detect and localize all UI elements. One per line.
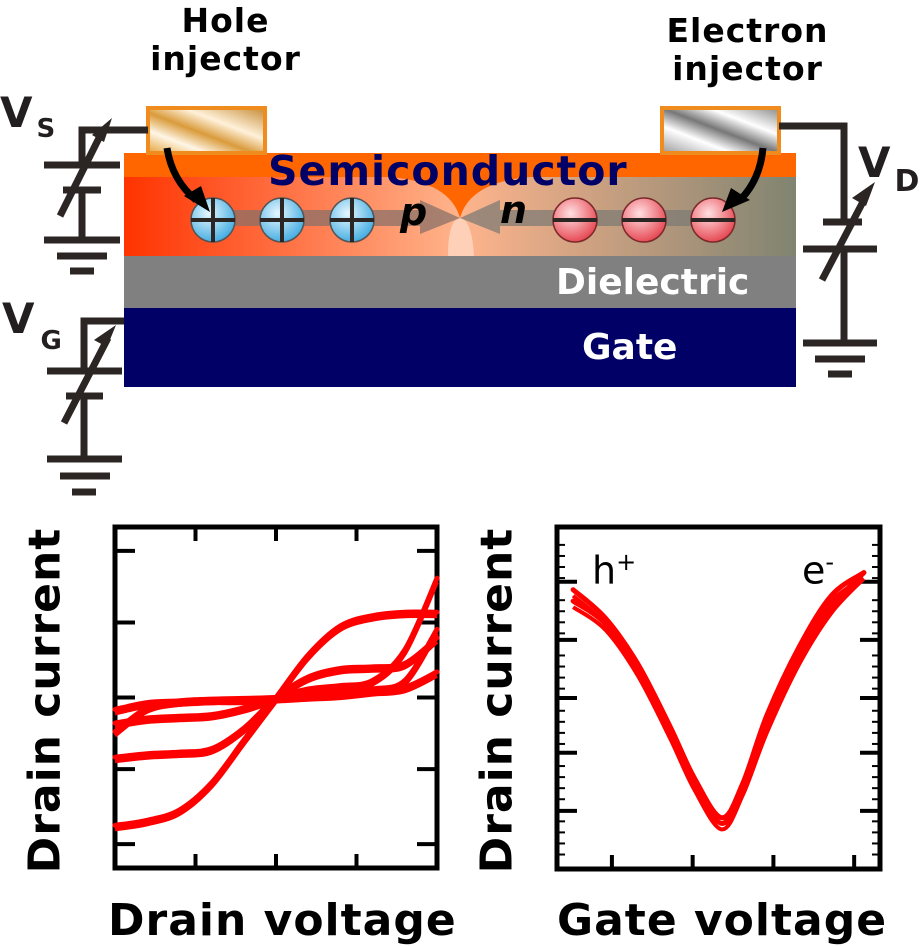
drain-voltage-circuit (779, 122, 877, 378)
electron-injection-arrowhead-icon (722, 188, 750, 212)
gate-voltage-subscript: G (40, 326, 62, 356)
electron-annotation-text: e (802, 548, 826, 593)
chart1-y-axis-title: Drain current (19, 527, 71, 873)
gate-voltage-circuit (47, 317, 124, 496)
hole-carrier-icon (329, 197, 375, 243)
dielectric-label: Dielectric (556, 262, 750, 303)
n-type-label: n (500, 188, 528, 232)
hole-annotation-sup: + (616, 548, 637, 576)
chart2-x-axis-title: Gate voltage (557, 895, 888, 946)
drain-voltage-subscript: D (894, 164, 920, 199)
gate-label: Gate (582, 327, 678, 368)
electron-injector-label: Electron injector (640, 12, 855, 88)
hole-injector-label-line2: injector (150, 39, 301, 78)
transfer-characteristics-chart (554, 524, 883, 872)
electron-carrier-icon (552, 197, 598, 243)
electron-carrier-icon (621, 197, 667, 243)
source-variable-arrow-icon (92, 118, 112, 142)
p-type-label: p (400, 190, 428, 234)
semiconductor-top-strip (124, 153, 796, 177)
hole-injector-label: Hole injector (148, 2, 303, 78)
hole-carrier-icon (190, 197, 236, 243)
recombination-light (448, 218, 474, 256)
gate-layer (124, 308, 796, 387)
source-voltage-circuit (44, 126, 148, 275)
dielectric-layer (124, 256, 796, 308)
holes (190, 197, 375, 243)
chart2-y-axis-title: Drain current (471, 527, 523, 873)
series-line-reverse-sweep-return (571, 577, 866, 832)
hole-injection-arrowhead-icon (184, 186, 210, 212)
source-voltage-symbol: V (0, 88, 33, 137)
drain-variable-arrow-icon (852, 182, 875, 206)
electron-injector-label-line2: injector (672, 49, 823, 88)
drain-voltage-symbol: V (858, 138, 891, 187)
electron-annotation: e- (802, 548, 834, 593)
gate-voltage-symbol: V (2, 294, 35, 343)
series-line-curve-5 (112, 669, 440, 712)
chart1-x-axis-title: Drain voltage (108, 895, 457, 946)
electron-injector-label-line1: Electron (666, 11, 829, 50)
series-line-reverse-sweep (570, 570, 867, 826)
series-line-curve-5-return (114, 674, 438, 716)
device-diagram (44, 106, 877, 496)
gate-variable-arrow-icon (94, 325, 116, 347)
hole-annotation: h+ (592, 548, 636, 593)
hole-injector (146, 106, 267, 155)
hole-annotation-text: h (592, 548, 617, 593)
recombination-zone (390, 177, 530, 218)
hole-injector-label-line1: Hole (181, 1, 270, 40)
series-line-forward-sweep (570, 570, 867, 821)
hole-carrier-icon (259, 197, 305, 243)
output-characteristics-chart (112, 524, 440, 871)
electron-injector (660, 106, 781, 155)
semiconductor-label: Semiconductor (268, 147, 628, 195)
source-voltage-subscript: S (36, 114, 56, 144)
electron-annotation-sup: - (825, 548, 835, 576)
electrons (552, 197, 736, 243)
